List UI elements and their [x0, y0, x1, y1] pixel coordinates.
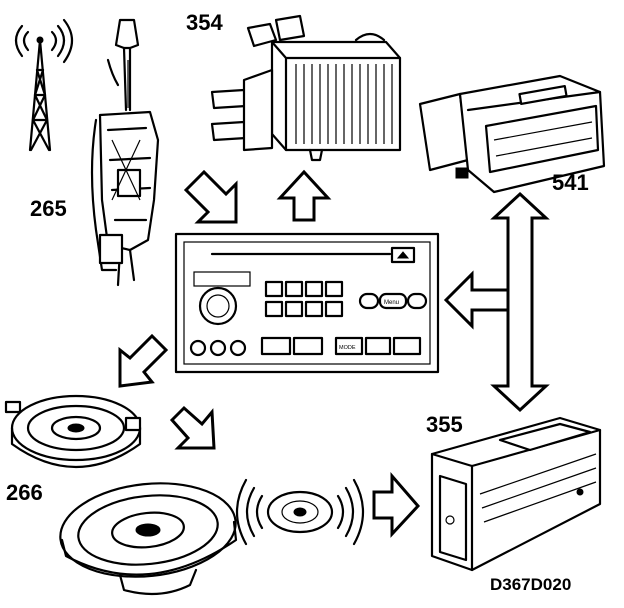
right-seek-button: [406, 292, 428, 310]
small-speaker: [4, 394, 142, 468]
function-button: [260, 336, 292, 356]
keypad-button: [284, 300, 304, 318]
menu-button-label: Menu: [384, 300, 399, 306]
keypad-button: [304, 300, 324, 318]
antenna-unit: [90, 18, 160, 287]
keypad-button: [324, 300, 344, 318]
left-button-strip: [193, 271, 251, 287]
compact-disc-icon: [236, 478, 364, 546]
radio-to-amplifier-arrow: [276, 169, 332, 222]
disc-to-changer-arrow: [372, 471, 421, 538]
left-seek-button: [358, 292, 380, 310]
radio-to-small-speaker-arrow: [118, 333, 169, 388]
cd-changer-unit: [430, 416, 602, 572]
display-label: 541: [552, 170, 589, 195]
keypad-button: [304, 280, 324, 298]
function-button: [392, 336, 422, 356]
radio-to-oval-speaker-arrow: [169, 405, 216, 450]
amplifier-unit: [210, 14, 402, 162]
keypad-button: [264, 300, 284, 318]
preset-button: [189, 339, 207, 357]
keypad-button: [264, 280, 284, 298]
drawing-code: D367D020: [490, 575, 571, 594]
menu-button: [378, 292, 408, 310]
keypad-button: [324, 280, 344, 298]
mode-button: [334, 336, 364, 356]
radio-head-unit: Menu MODE: [174, 232, 440, 374]
radio-mast-icon: [14, 18, 74, 152]
preset-button: [229, 339, 247, 357]
junction-to-radio-arrow: [443, 270, 510, 330]
antenna-to-radio-arrow: [183, 169, 238, 224]
antenna-label: 265: [30, 196, 67, 221]
speakers-label: 266: [6, 480, 43, 505]
display-cd-vertical-arrow: [490, 191, 550, 413]
function-button: [364, 336, 392, 356]
keypad-button: [284, 280, 304, 298]
display-unit: [418, 74, 606, 194]
volume-knob: [198, 286, 238, 326]
function-button: [292, 336, 324, 356]
amplifier-label: 354: [186, 10, 223, 35]
cd-changer-label: 355: [426, 412, 463, 437]
oval-speaker: [59, 482, 238, 596]
preset-button: [209, 339, 227, 357]
mode-button-label: MODE: [339, 345, 356, 351]
